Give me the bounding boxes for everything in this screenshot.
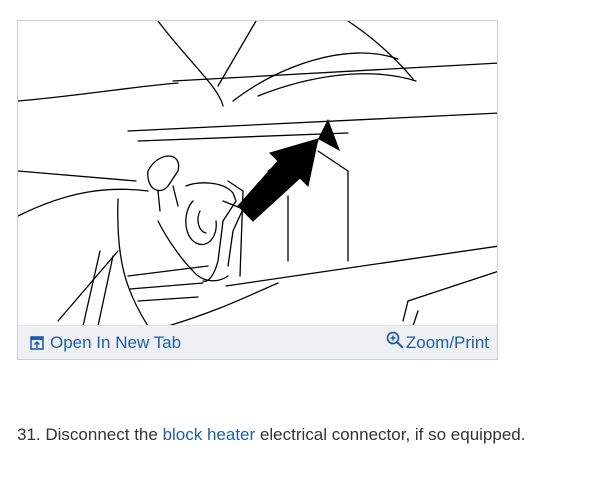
figure-toolbar: Open In New Tab Zoom/Print — [18, 325, 497, 359]
zoom-print-button[interactable]: Zoom/Print — [386, 326, 489, 359]
zoom-in-icon — [386, 331, 403, 348]
step-text-prefix: Disconnect the — [45, 425, 158, 444]
step-text-suffix: electrical connector, if so equipped. — [259, 425, 526, 444]
block-heater-diagram — [18, 21, 497, 327]
open-new-tab-button[interactable]: Open In New Tab — [30, 326, 182, 359]
block-heater-link[interactable]: block heater — [162, 425, 256, 444]
open-new-tab-label: Open In New Tab — [50, 333, 182, 352]
figure-container: Open In New Tab Zoom/Print — [17, 20, 498, 360]
open-new-tab-icon — [30, 336, 44, 350]
step-instruction: 31. Disconnect the block heater electric… — [17, 425, 525, 445]
zoom-print-label: Zoom/Print — [405, 333, 489, 352]
step-number: 31. — [17, 425, 41, 444]
